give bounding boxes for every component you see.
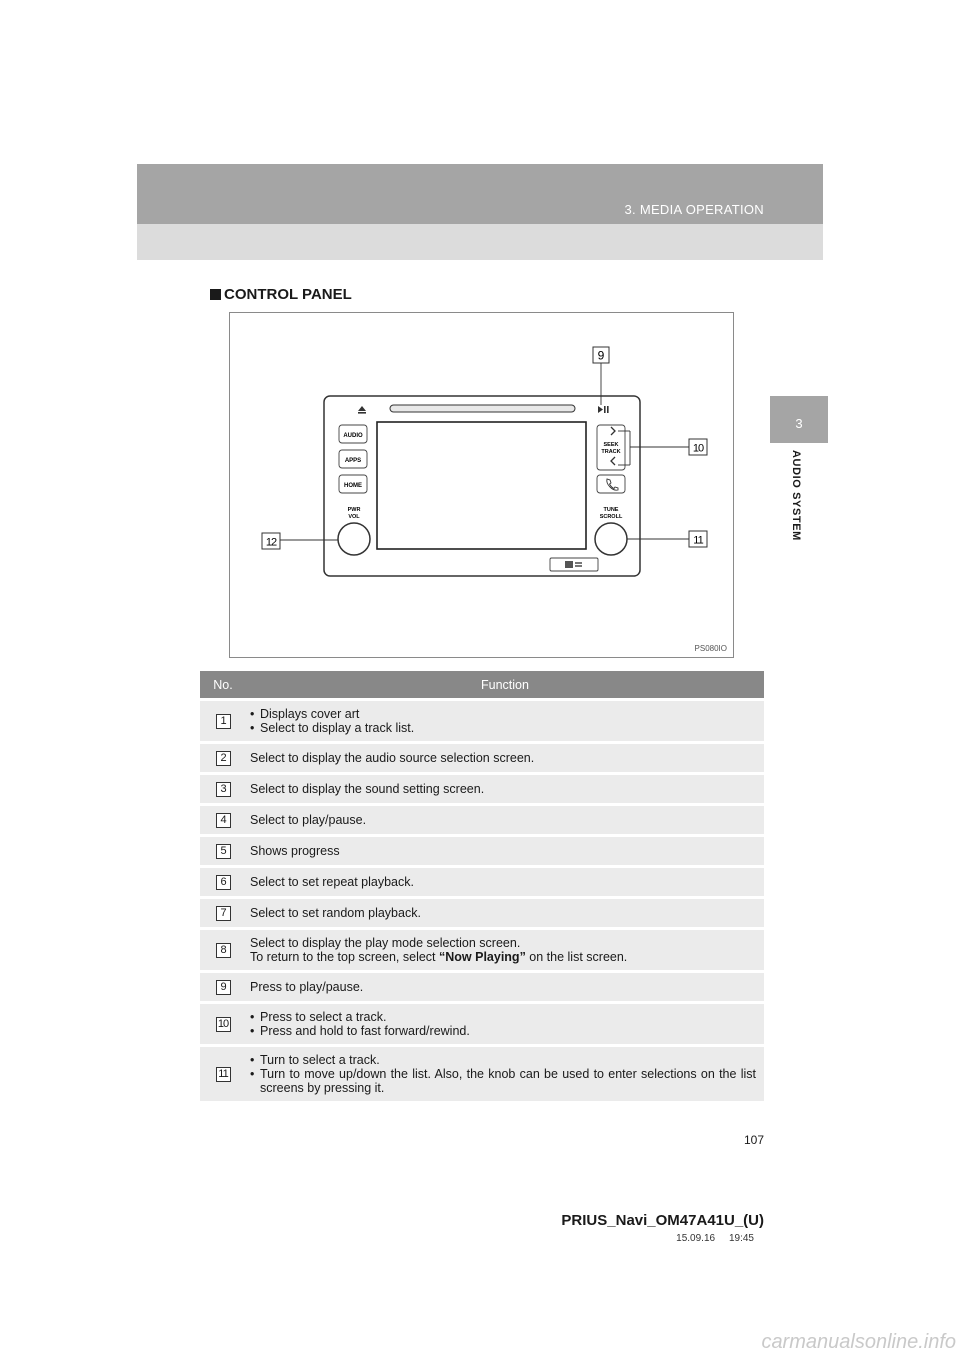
home-button-label: HOME (344, 483, 362, 489)
eject-icon (358, 406, 366, 414)
row-bullet: Turn to select a track. (250, 1053, 756, 1067)
row-text: Select to display the sound setting scre… (246, 775, 764, 803)
callout-9-label: 9 (598, 349, 605, 363)
callout-10-label: 10 (693, 443, 704, 455)
row-number-badge: 4 (215, 813, 231, 828)
table-row: 9 Press to play/pause. (200, 973, 764, 1001)
row-number-badge: 5 (215, 844, 231, 859)
page-number: 107 (743, 1133, 764, 1147)
table-row: 1 Displays cover art Select to display a… (200, 701, 764, 741)
row-text: Select to set repeat playback. (246, 868, 764, 896)
row-text: Select to display the play mode selectio… (250, 936, 521, 950)
row-text-line2: To return to the top screen, select “Now… (250, 950, 628, 964)
header-function: Function (246, 671, 764, 698)
tune-label: TUNE (604, 507, 619, 513)
row-number-badge: 8 (215, 943, 231, 958)
pwr-label: PWR (348, 507, 361, 513)
callout-11-label: 11 (693, 535, 703, 547)
row-bullet: Displays cover art (250, 707, 756, 721)
header-no: No. (200, 671, 246, 698)
chapter-tab-label: AUDIO SYSTEM (790, 450, 802, 541)
table-row: 5 Shows progress (200, 837, 764, 865)
row-bullet: Turn to move up/down the list. Also, the… (250, 1067, 756, 1095)
phone-button (596, 474, 626, 494)
row-text: Shows progress (246, 837, 764, 865)
row-number-badge: 6 (215, 875, 231, 890)
table-row: 2 Select to display the audio source sel… (200, 744, 764, 772)
audio-button-label: AUDIO (343, 433, 363, 439)
seek-track-button (596, 424, 626, 471)
row-number-badge: 3 (215, 782, 231, 797)
control-panel-figure: AUDIO APPS HOME PWR VOL SEEK TRACK TUNE … (229, 312, 734, 658)
apps-button (338, 449, 368, 469)
sub-heading-text: CONTROL PANEL (224, 286, 352, 303)
table-row: 3 Select to display the sound setting sc… (200, 775, 764, 803)
row-number-badge: 2 (215, 751, 231, 766)
table-row: 10 Press to select a track. Press and ho… (200, 1004, 764, 1044)
row-number-badge: 9 (215, 980, 231, 995)
phone-icon (606, 478, 619, 491)
header-band (137, 224, 823, 260)
row-number-badge: 7 (215, 906, 231, 921)
sub-heading: CONTROL PANEL (210, 286, 352, 303)
table-row: 11 Turn to select a track. Turn to move … (200, 1047, 764, 1101)
square-bullet-icon (210, 289, 221, 300)
document-id: PRIUS_Navi_OM47A41U_(U) (561, 1212, 764, 1229)
chapter-tab-number: 3 (770, 396, 828, 443)
document-date: 15.09.16 19:45 (676, 1233, 754, 1244)
apps-button-label: APPS (345, 458, 361, 464)
watermark: carmanualsonline.info (761, 1331, 956, 1353)
chevron-right-icon (610, 426, 616, 436)
control-panel-illustration: AUDIO APPS HOME PWR VOL SEEK TRACK TUNE … (261, 346, 708, 577)
tune-scroll-knob (594, 522, 628, 556)
vol-label: VOL (348, 514, 360, 520)
display-screen (376, 421, 587, 550)
disc-slot (389, 404, 576, 413)
scroll-label: SCROLL (600, 514, 623, 520)
row-bullet: Select to display a track list. (250, 721, 756, 735)
header-bar (137, 164, 823, 224)
seek-label: SEEK (604, 442, 619, 448)
callout-12 (261, 532, 281, 550)
table-row: 7 Select to set random playback. (200, 899, 764, 927)
function-table: No. Function 1 Displays cover art Select… (200, 668, 764, 1104)
row-bullet: Press to select a track. (250, 1010, 756, 1024)
row-number-badge: 10 (215, 1017, 231, 1032)
callout-12-label: 12 (266, 537, 277, 549)
row-number-badge: 1 (215, 714, 231, 729)
row-number-badge: 11 (215, 1067, 231, 1082)
section-title: 3. MEDIA OPERATION (624, 202, 764, 217)
audio-button (338, 424, 368, 444)
table-row: 4 Select to play/pause. (200, 806, 764, 834)
table-header-row: No. Function (200, 671, 764, 698)
home-button (338, 474, 368, 494)
sd-card-icon (565, 561, 582, 568)
row-text: Select to play/pause. (246, 806, 764, 834)
sd-card-slot (549, 557, 599, 572)
row-text: Select to display the audio source selec… (246, 744, 764, 772)
now-playing-label: “Now Playing” (439, 950, 526, 964)
row-text: Select to set random playback. (246, 899, 764, 927)
row-bullet: Press and hold to fast forward/rewind. (250, 1024, 756, 1038)
track-label: TRACK (601, 449, 620, 455)
table-row: 8 Select to display the play mode select… (200, 930, 764, 970)
table-row: 6 Select to set repeat playback. (200, 868, 764, 896)
chevron-left-icon (610, 456, 616, 466)
figure-code: PS080IO (694, 644, 727, 653)
play-pause-icon (598, 406, 609, 413)
power-volume-knob (337, 522, 371, 556)
row-text: Press to play/pause. (246, 973, 764, 1001)
